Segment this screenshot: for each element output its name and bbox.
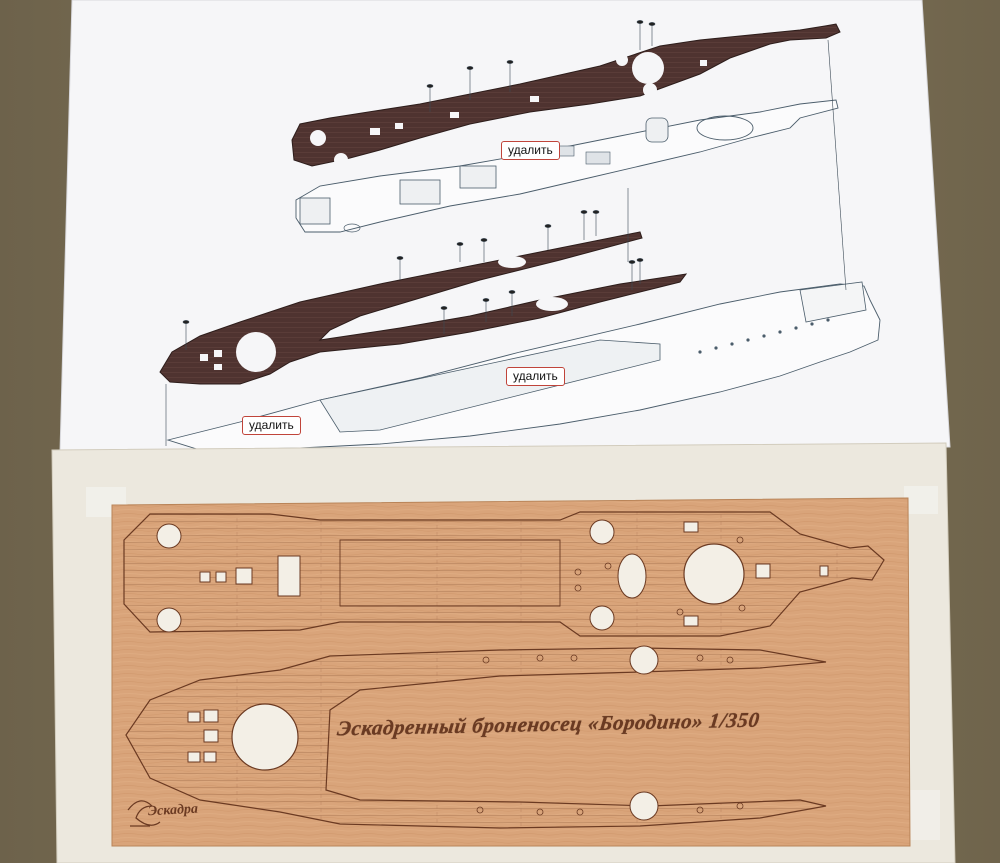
- engraved-brand-logo: Эскадра: [147, 801, 199, 820]
- eskadra-logo-emblem: [127, 800, 161, 827]
- remove-callout-middle: удалить: [506, 367, 565, 386]
- instruction-sheet: [59, 0, 951, 453]
- upper-dark-deck-drawing: [291, 23, 841, 167]
- lower-wooden-deck-part: [125, 645, 827, 829]
- wooden-deck-sheet: [111, 497, 911, 847]
- assembly-guide-lines: [165, 20, 847, 446]
- lower-dark-deck-drawing: [159, 231, 688, 385]
- remove-callout-upper: удалить: [501, 141, 560, 160]
- remove-callout-left: удалить: [242, 416, 301, 435]
- upper-wooden-deck-part: [123, 511, 885, 637]
- upper-superstructure-drawing: [295, 99, 839, 233]
